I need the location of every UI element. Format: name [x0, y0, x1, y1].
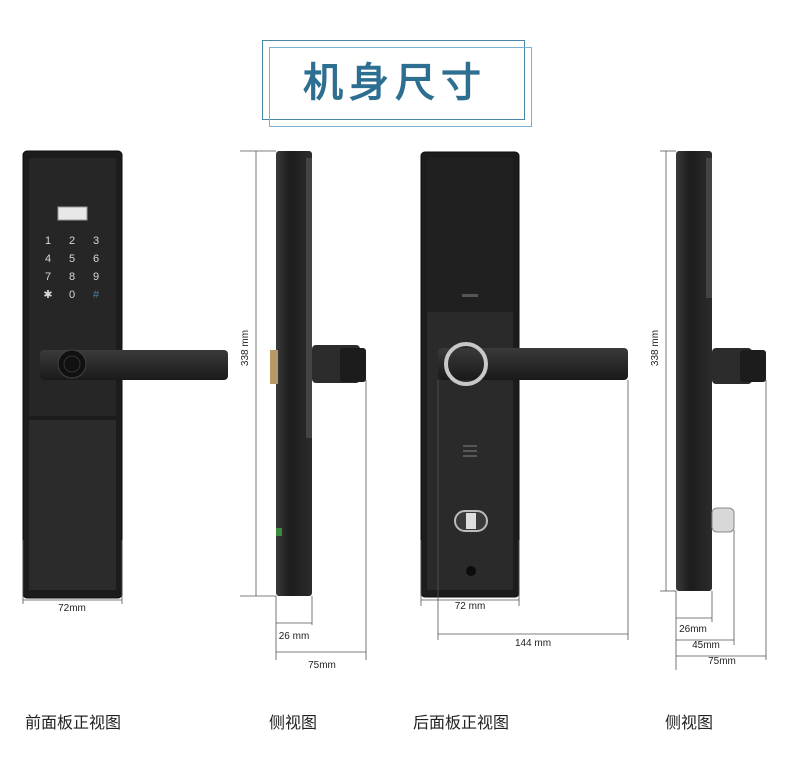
thumb-turn-knob — [466, 513, 476, 529]
front-panel: 1 2 3 4 5 6 7 8 9 ✱ 0 # — [22, 150, 228, 599]
keypad-key: 9 — [93, 271, 99, 283]
side2-dimension-lines — [660, 150, 767, 670]
keypad: 1 2 3 4 5 6 7 8 9 ✱ 0 # — [43, 235, 100, 301]
front-handle — [40, 350, 228, 380]
display-window — [57, 206, 88, 221]
side-edge — [306, 158, 312, 438]
back-handle — [438, 348, 628, 380]
keypad-key: 3 — [93, 235, 99, 247]
side2-edge — [706, 158, 712, 298]
keypad-key: 0 — [69, 289, 75, 301]
side2-height-label: 338 mm — [650, 330, 661, 366]
keypad-key: 1 — [45, 235, 51, 247]
side2-body — [676, 151, 712, 591]
keypad-key: ✱ — [43, 289, 52, 301]
side2-26-label: 26mm — [679, 624, 707, 635]
back-width-label: 72 mm — [455, 601, 486, 612]
front-panel-lower — [29, 420, 116, 590]
side-body — [276, 151, 312, 596]
front-width-dimension — [22, 540, 123, 604]
title-frame-inner — [269, 47, 532, 127]
page-title: 机身尺寸 — [303, 60, 487, 106]
fingerprint-ring — [63, 355, 81, 373]
side2-45-label: 45mm — [692, 640, 720, 651]
side-26-label: 26 mm — [279, 631, 310, 642]
back-battery-cover — [427, 158, 513, 312]
side-latch — [270, 350, 278, 384]
back-vent-icon — [463, 445, 477, 457]
side-height-label: 338 mm — [240, 330, 251, 366]
fingerprint-sensor-icon — [57, 349, 87, 379]
side2-thumb-turn — [711, 507, 735, 533]
side2-handle-end — [740, 350, 766, 382]
caption-back: 后面板正视图 — [413, 713, 510, 732]
caption-front: 前面板正视图 — [25, 713, 122, 732]
caption-side2: 侧视图 — [665, 713, 714, 732]
title-frame — [262, 40, 532, 127]
back-handle-ring — [444, 342, 488, 386]
keypad-key: 6 — [93, 253, 99, 265]
keypad-key: 8 — [69, 271, 75, 283]
back-cover-latch — [462, 294, 478, 297]
front-width-label: 72mm — [58, 603, 86, 614]
side-view — [270, 151, 366, 596]
side-75-label: 75mm — [308, 660, 336, 671]
side-view-2 — [676, 151, 766, 591]
keypad-key: 4 — [45, 253, 51, 265]
back-dimension-lines — [420, 380, 629, 640]
back-handle-label: 144 mm — [515, 638, 551, 649]
caption-side: 侧视图 — [269, 713, 318, 732]
keypad-key: 5 — [69, 253, 75, 265]
keyhole-icon — [466, 566, 476, 576]
side-handle-end — [340, 348, 366, 382]
side-dimension-lines — [240, 150, 367, 660]
keypad-key: # — [93, 289, 100, 301]
side2-75-label: 75mm — [708, 656, 736, 667]
keypad-key: 7 — [45, 271, 51, 283]
keypad-key: 2 — [69, 235, 75, 247]
back-panel — [420, 151, 628, 598]
side-indicator — [276, 528, 282, 536]
